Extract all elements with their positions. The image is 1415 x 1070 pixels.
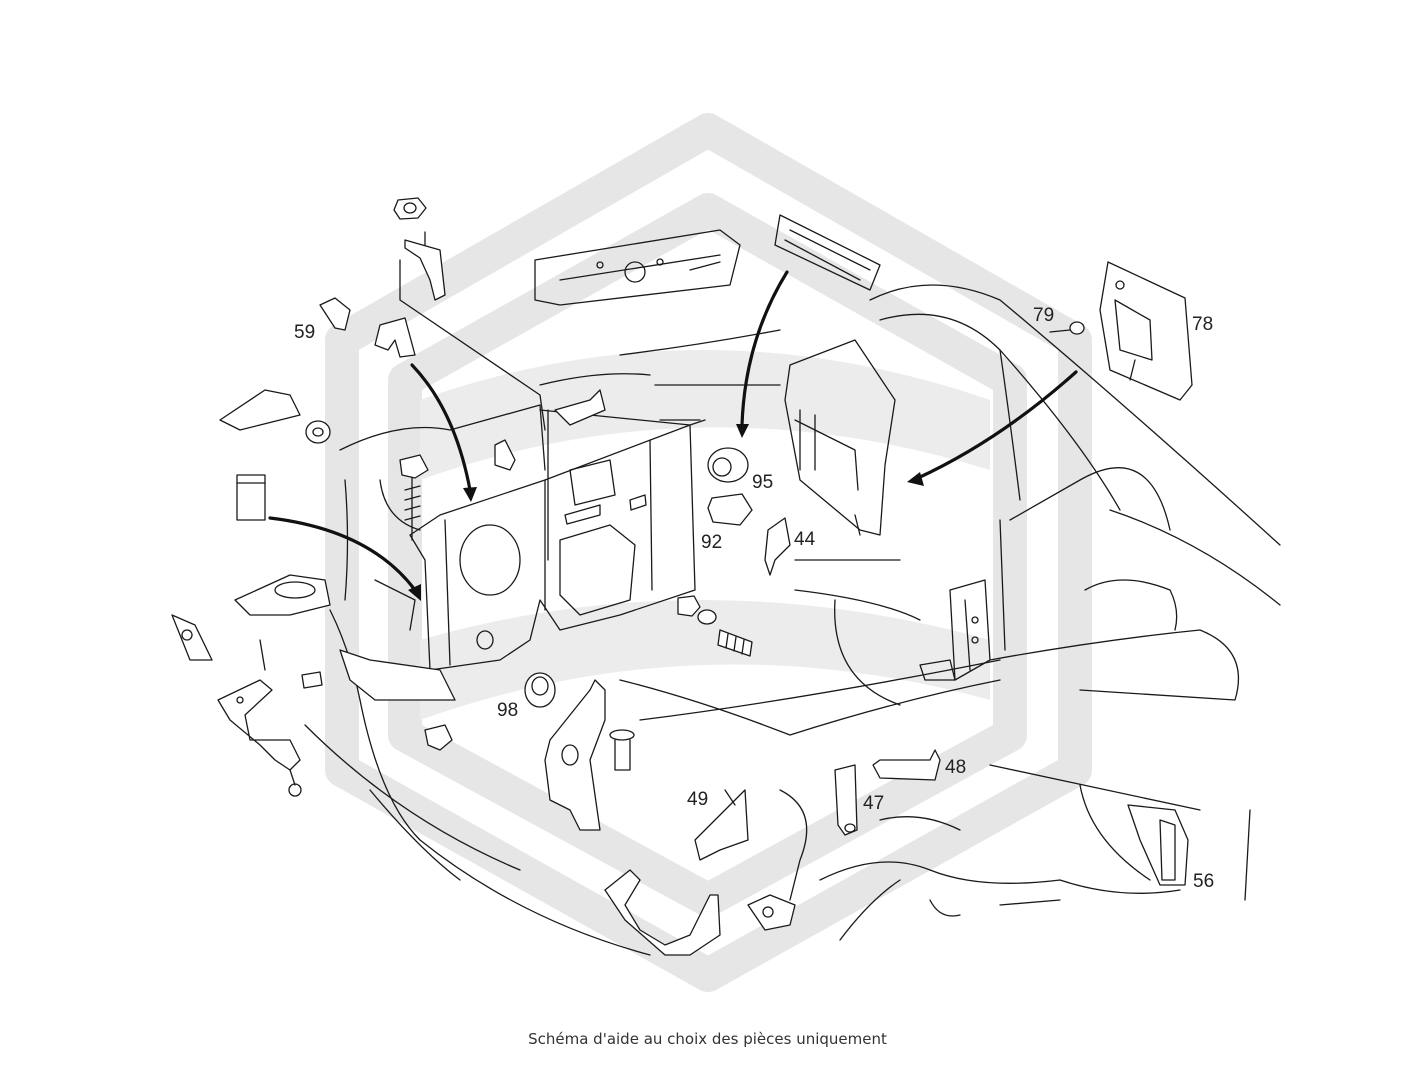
right-bracket [919, 519, 1006, 681]
pointer-arrows [268, 270, 1078, 601]
part-label-59[interactable]: 59 [294, 322, 315, 343]
arrow-to-firewall-lower [268, 516, 417, 592]
vehicle-body-outline [259, 214, 1281, 956]
part-label-78[interactable]: 78 [1192, 314, 1213, 335]
right-inner-panel [784, 339, 896, 536]
top-crossmember [534, 229, 741, 306]
part-labels: 59 79 78 95 92 44 98 49 47 48 56 [294, 305, 1214, 892]
part-label-95[interactable]: 95 [752, 472, 773, 493]
left-parts [171, 197, 606, 797]
part-label-48[interactable]: 48 [945, 757, 966, 778]
part-label-47[interactable]: 47 [863, 793, 884, 814]
watermark-logo [325, 113, 1092, 992]
arrow-to-firewall-left [410, 363, 472, 492]
arrow-to-right-panel [916, 370, 1078, 480]
part-label-92[interactable]: 92 [701, 532, 722, 553]
center-lower-parts [524, 261, 1193, 956]
part-label-44[interactable]: 44 [794, 529, 816, 550]
part-label-56[interactable]: 56 [1193, 871, 1214, 892]
diagram-caption: Schéma d'aide au choix des pièces unique… [528, 1030, 887, 1048]
part-label-79[interactable]: 79 [1033, 305, 1054, 326]
arrow-to-grommet [740, 270, 789, 427]
part-label-49[interactable]: 49 [687, 789, 708, 810]
part-label-98[interactable]: 98 [497, 700, 518, 721]
